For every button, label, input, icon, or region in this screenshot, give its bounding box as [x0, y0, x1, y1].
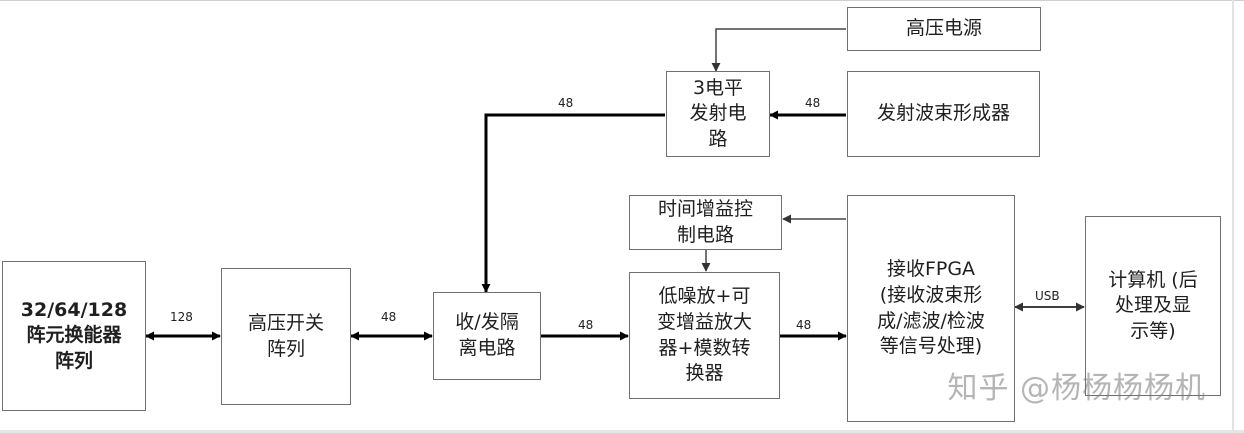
label-tx-to-isolation: 48 — [558, 96, 574, 110]
three-level-tx-label: 3电平 发射电 路 — [689, 76, 747, 150]
hv-power-supply-block: 高压电源 — [847, 7, 1041, 51]
tx-beamformer-block: 发射波束形成器 — [847, 71, 1040, 157]
hv-switch-array-block: 高压开关 阵列 — [221, 268, 351, 405]
frame-top-edge — [0, 0, 1244, 1]
rx-fpga-label: 接收FPGA (接收波束形 成/滤波/检波 等信号处理) — [877, 258, 985, 358]
tgc-circuit-label: 时间增益控 制电路 — [657, 197, 753, 246]
link-tx-to-isolation — [481, 113, 665, 293]
transducer-array-label: 32/64/128 阵元换能器 阵列 — [20, 298, 128, 372]
label-transducer-switch: 128 — [170, 310, 193, 324]
three-level-tx-block: 3电平 发射电 路 — [666, 71, 770, 157]
label-beamformer-to-tx: 48 — [805, 96, 821, 110]
label-switch-isolation: 48 — [381, 310, 397, 324]
hv-switch-array-label: 高压开关 阵列 — [247, 311, 324, 360]
tx-beamformer-label: 发射波束形成器 — [876, 102, 1010, 125]
tr-isolation-block: 收/发隔 离电路 — [433, 292, 541, 380]
computer-label: 计算机 (后 处理及显 示等) — [1108, 268, 1198, 342]
label-isolation-lna: 48 — [578, 318, 594, 332]
label-lna-fpga: 48 — [796, 318, 812, 332]
lna-vga-adc-label: 低噪放+可 变增益放大 器+模数转 换器 — [656, 285, 752, 385]
frame-bottom-edge — [0, 430, 1244, 433]
label-fpga-computer: USB — [1035, 289, 1060, 303]
frame-right-edge — [1232, 0, 1234, 433]
watermark-text: 知乎 @杨杨杨杨机 — [947, 371, 1206, 406]
lna-vga-adc-block: 低噪放+可 变增益放大 器+模数转 换器 — [629, 272, 780, 399]
transducer-array-block: 32/64/128 阵元换能器 阵列 — [2, 261, 146, 411]
hv-power-supply-label: 高压电源 — [905, 17, 982, 40]
computer-block: 计算机 (后 处理及显 示等) — [1085, 216, 1221, 396]
link-hvsupply-to-tx — [711, 28, 846, 72]
tgc-circuit-block: 时间增益控 制电路 — [629, 195, 782, 250]
tr-isolation-label: 收/发隔 离电路 — [455, 311, 519, 359]
rx-fpga-block: 接收FPGA (接收波束形 成/滤波/检波 等信号处理) — [847, 195, 1015, 422]
